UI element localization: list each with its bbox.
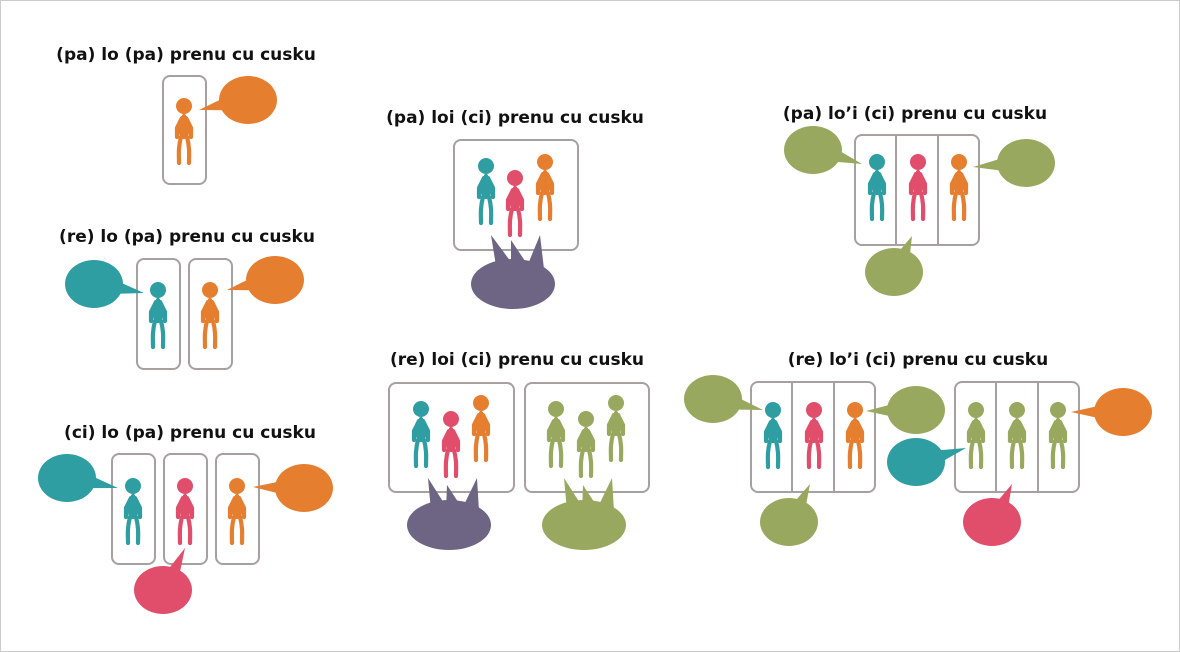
speech-bubble: [134, 548, 192, 614]
panel-ci-lo-pa: (ci) lo (pa) prenu cu cusku: [38, 423, 333, 614]
person-figure: [175, 478, 195, 546]
person-figure: [908, 154, 928, 222]
person-figure: [227, 478, 247, 546]
panel-pa-lo-pa: (pa) lo (pa) prenu cu cusku: [56, 45, 316, 185]
speech-bubble: [866, 386, 945, 434]
person-figure: [606, 395, 626, 463]
person-figure: [476, 158, 496, 226]
speech-bubble: [38, 454, 118, 502]
speech-bubble: [973, 139, 1055, 187]
person-figure: [441, 411, 461, 479]
panel-caption: (re) loi (ci) prenu cu cusku: [390, 350, 644, 370]
panel-pa-loi-ci: (pa) loi (ci) prenu cu cusku: [386, 108, 644, 309]
person-figure: [546, 401, 566, 469]
panel-caption: (pa) lo (pa) prenu cu cusku: [56, 45, 316, 65]
panel-caption: (pa) lo’i (ci) prenu cu cusku: [783, 104, 1047, 124]
panel-re-loi2-ci: (re) lo’i (ci) prenu cu cusku: [684, 350, 1152, 546]
person-figure: [867, 154, 887, 222]
person-figure: [845, 402, 865, 470]
person-figure: [763, 402, 783, 470]
speech-bubble: [963, 484, 1021, 546]
person-figure: [505, 170, 525, 238]
speech-bubble: [227, 256, 304, 304]
speech-bubble: [199, 76, 277, 124]
person-figure: [949, 154, 969, 222]
person-figure: [123, 478, 143, 546]
speech-bubble: [865, 236, 923, 296]
person-figure: [576, 411, 596, 479]
panel-caption: (pa) loi (ci) prenu cu cusku: [386, 108, 644, 128]
panel-caption: (re) lo (pa) prenu cu cusku: [59, 227, 315, 247]
panel-re-lo-pa: (re) lo (pa) prenu cu cusku: [59, 227, 315, 370]
person-figure: [804, 402, 824, 470]
speech-bubble: [253, 464, 333, 512]
panel-pa-loi2-ci: (pa) lo’i (ci) prenu cu cusku: [783, 104, 1055, 296]
person-figure: [471, 395, 491, 463]
person-figure: [1007, 402, 1027, 470]
speech-bubble: [1071, 388, 1152, 436]
person-figure: [148, 282, 168, 350]
speech-bubble: [784, 126, 862, 174]
person-figure: [966, 402, 986, 470]
panel-re-loi-ci: (re) loi (ci) prenu cu cusku: [388, 350, 650, 550]
person-figure: [174, 98, 194, 166]
person-figure: [411, 401, 431, 469]
person-figure: [1048, 402, 1068, 470]
panel-caption: (re) lo’i (ci) prenu cu cusku: [788, 350, 1048, 370]
spiky-speech-bubble: [407, 478, 491, 550]
speech-bubble: [65, 260, 144, 308]
spiky-speech-bubble: [471, 235, 555, 309]
person-figure: [200, 282, 220, 350]
person-figure: [535, 154, 555, 222]
panel-caption: (ci) lo (pa) prenu cu cusku: [64, 423, 316, 443]
spiky-speech-bubble: [542, 478, 626, 550]
speech-bubble: [887, 438, 966, 486]
speech-bubble: [760, 484, 818, 546]
speech-bubble: [684, 375, 763, 423]
